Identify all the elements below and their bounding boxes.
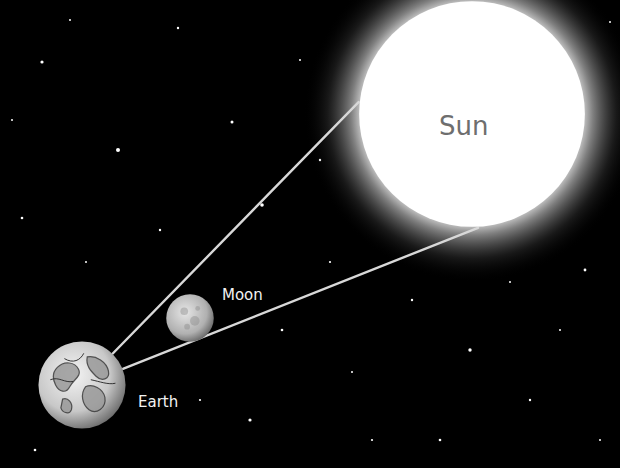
moon-shape: [166, 294, 214, 342]
body-label: Sun: [439, 113, 488, 139]
sight-line: [123, 228, 478, 369]
sun-glow: [304, 0, 620, 282]
sight-line: [113, 102, 359, 353]
body-label: Moon: [222, 288, 263, 303]
earth-shape: [38, 341, 126, 429]
moon-body: Moon: [166, 294, 214, 342]
earth-body: Earth: [38, 341, 126, 429]
sun-body: Sun: [358, 0, 586, 228]
body-label: Earth: [138, 395, 178, 410]
